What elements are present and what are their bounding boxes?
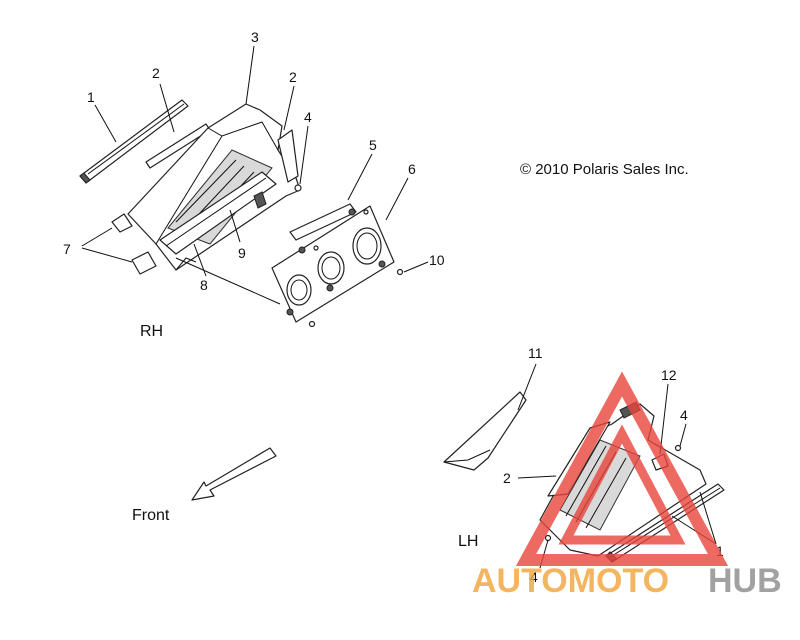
front-direction-arrow: Front [132,447,277,524]
callout-rh-1: 1 [87,89,95,105]
callout-rh-3: 3 [251,29,259,45]
callout-lh-4a: 4 [680,407,688,423]
callout-rh-4: 4 [304,109,312,125]
label-front: Front [132,507,170,524]
rh-gauge-bezel [271,205,395,323]
callout-rh-7: 7 [63,241,71,257]
rh-side-seal [277,129,299,183]
lh-side-panel [443,391,527,471]
rh-assembly [79,99,404,328]
label-rh: RH [140,323,163,340]
callout-rh-2b: 2 [289,69,297,85]
rh-main-housing [127,103,301,271]
rh-trim-strip [79,99,189,184]
callout-rh-9: 9 [238,245,246,261]
copyright-text: © 2010 Polaris Sales Inc. [520,161,689,178]
callout-lh-11: 11 [528,345,543,361]
rh-clips [111,213,157,275]
label-lh: LH [458,533,478,550]
rh-callouts: 1 2 3 2 4 5 6 7 8 9 10 [63,29,445,293]
lh-callouts: 11 12 4 2 1 4 [503,345,724,585]
watermark-text-primary: AUTOMOTO [472,562,669,600]
callout-rh-5: 5 [369,137,377,153]
callout-rh-2a: 2 [152,65,160,81]
rh-gasket [289,203,357,241]
callout-lh-4b: 4 [530,569,538,585]
rh-screw-top [294,184,302,192]
callout-lh-1: 1 [716,543,724,559]
watermark-logo: AUTOMOTO HUB [472,371,782,600]
callout-lh-12: 12 [661,367,677,383]
rh-screws [308,209,404,328]
rh-leader-lines [81,45,429,305]
watermark-text-secondary: HUB [708,562,782,600]
callout-rh-8: 8 [200,277,208,293]
callout-lh-2: 2 [503,470,511,486]
callout-rh-6: 6 [408,161,416,177]
callout-rh-10: 10 [429,252,445,268]
